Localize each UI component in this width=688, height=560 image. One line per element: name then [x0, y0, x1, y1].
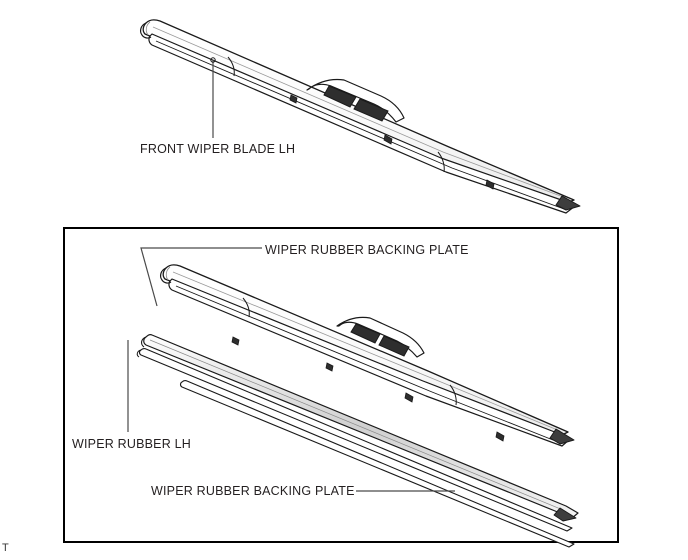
rail-tab-3 [485, 179, 495, 190]
panel-connector-slot-left [350, 323, 381, 344]
blade-right-tip [555, 195, 581, 211]
backing-plate-strip-b [179, 380, 575, 548]
panel-blade-joint-right [449, 384, 457, 406]
connector-slot-left [323, 85, 357, 108]
blade-joint-right [437, 151, 445, 173]
panel-blade-left-cap [160, 267, 172, 284]
wiper-rubber-strip-tip [553, 507, 577, 522]
detail-panel-border [63, 227, 619, 543]
callout-wiper-rubber-backing-plate-top: WIPER RUBBER BACKING PLATE [265, 243, 469, 257]
panel-connector-slot-right [378, 335, 410, 357]
callout-wiper-rubber-backing-plate-bottom: WIPER RUBBER BACKING PLATE [151, 484, 355, 498]
blade-left-end-cap [140, 22, 152, 39]
page-corner-mark: T [2, 542, 9, 554]
blade-joint-left [227, 56, 235, 77]
panel-blade-joint-left [242, 297, 250, 318]
rail-tab-2 [383, 134, 393, 145]
panel-connector-housing [336, 316, 425, 358]
backing-plate-strip-a-cap [136, 349, 142, 358]
panel-blade-rail-edge [175, 285, 559, 443]
panel-rail-tab-1 [231, 336, 240, 346]
blade-left-cap-inner [145, 21, 151, 36]
backing-plate-strip-a [138, 348, 573, 532]
callout-wiper-rubber-lh: WIPER RUBBER LH [72, 437, 191, 451]
wiper-rubber-strip-highlight [149, 339, 564, 511]
leader-backing-plate-top [140, 247, 262, 307]
callout-front-wiper-blade-lh: FRONT WIPER BLADE LH [140, 142, 296, 156]
panel-rail-tab-2 [325, 362, 334, 372]
rail-tab-1 [289, 94, 298, 104]
blade-rail-edge [155, 40, 565, 210]
panel-blade-top-surface [162, 264, 569, 437]
panel-blade-right-tip [549, 428, 575, 445]
panel-wiper-assembly [127, 247, 579, 548]
panel-rail-tab-4 [495, 431, 505, 442]
top-wiper-blade-assembly [140, 19, 581, 214]
connector-slot-right [353, 98, 389, 122]
wiper-rubber-strip-end-cap [141, 336, 147, 348]
connector-housing [306, 78, 405, 123]
blade-highlight-seam [152, 26, 567, 199]
panel-blade-left-cap-inner [165, 266, 171, 281]
leader-anchor-dot [210, 57, 216, 63]
panel-blade-rail [168, 278, 571, 447]
panel-blade-highlight [172, 271, 561, 432]
panel-rail-tab-3 [404, 392, 414, 403]
